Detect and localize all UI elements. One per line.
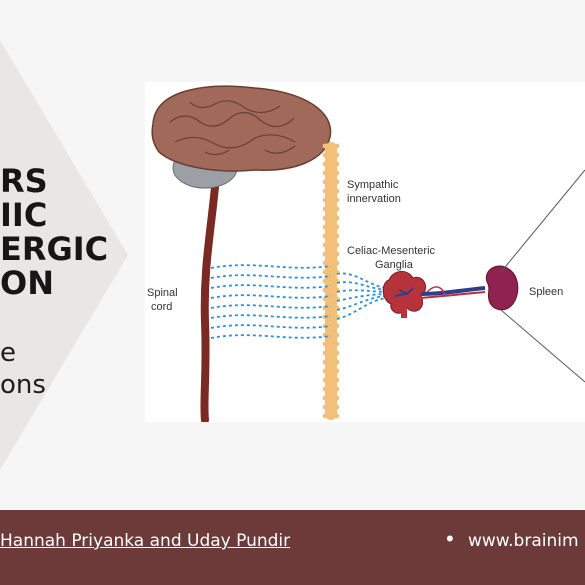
website-link[interactable]: www.brainim bbox=[468, 531, 579, 551]
spinal-cord bbox=[200, 160, 221, 424]
label-sympathic-2: innervation bbox=[347, 193, 401, 205]
celiac-mesenteric-ganglia bbox=[382, 271, 426, 318]
title-line-2: IIC bbox=[0, 196, 48, 234]
brain-icon bbox=[151, 85, 332, 189]
label-ganglia-1: Celiac-Mesenteric bbox=[347, 245, 436, 257]
bullet-icon: • bbox=[446, 526, 454, 551]
label-ganglia-2: Ganglia bbox=[375, 259, 414, 271]
label-spleen: Spleen bbox=[529, 286, 563, 298]
zoom-line-upper bbox=[500, 169, 585, 273]
nerve-fibers bbox=[210, 264, 332, 339]
sympathetic-chain bbox=[322, 142, 340, 420]
splenic-artery bbox=[420, 291, 486, 299]
label-sympathic-1: Sympathic bbox=[347, 179, 399, 191]
author-credit-link[interactable]: Hannah Priyanka and Uday Pundir bbox=[0, 531, 291, 551]
label-spinal-2: cord bbox=[151, 301, 172, 313]
nerve-fibers-to-ganglia bbox=[336, 272, 390, 320]
diagram-figure: Sympathic innervation Celiac-Mesenteric … bbox=[145, 82, 585, 424]
title-line-3: ERGIC bbox=[0, 230, 109, 268]
subtitle-line-1: e bbox=[0, 338, 16, 368]
title-panel: RS IIC ERGIC ON e ons bbox=[0, 20, 130, 510]
title-line-4: ON bbox=[0, 264, 54, 302]
subtitle-line-2: ons bbox=[0, 370, 46, 400]
footer-bar: Hannah Priyanka and Uday Pundir • www.br… bbox=[0, 510, 585, 585]
spleen-icon bbox=[485, 265, 519, 311]
splenic-vessel bbox=[420, 286, 486, 296]
label-spinal-1: Spinal bbox=[147, 287, 178, 299]
arrow-panel bbox=[0, 40, 128, 470]
title-line-1: RS bbox=[0, 162, 48, 200]
zoom-line-lower bbox=[500, 309, 585, 383]
